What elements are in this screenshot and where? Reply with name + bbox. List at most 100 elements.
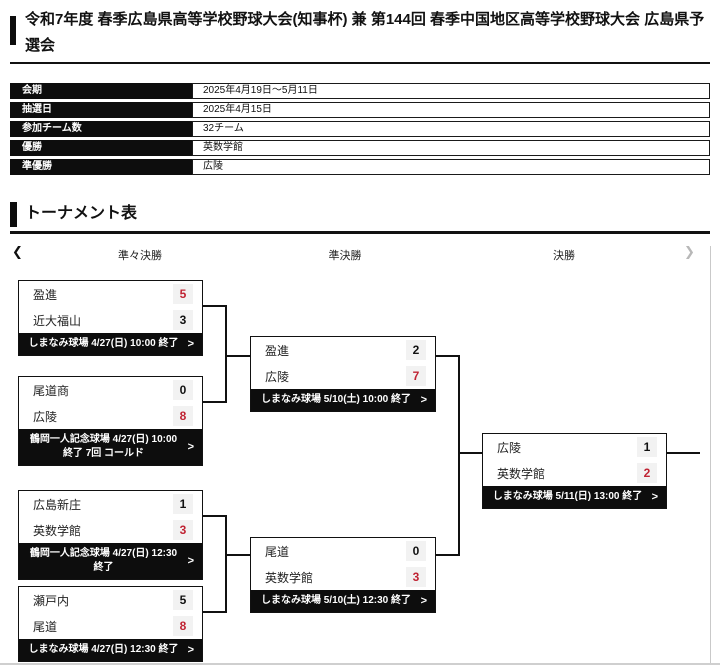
bracket-connector bbox=[225, 305, 227, 403]
chevron-right-icon: > bbox=[187, 644, 194, 656]
bracket-connector bbox=[458, 452, 482, 454]
match-detail-link[interactable]: しまなみ球場 5/11(日) 13:00 終了 > bbox=[483, 486, 666, 508]
team-score: 3 bbox=[406, 567, 426, 587]
match-team-row: 広島新庄 1 bbox=[19, 491, 202, 517]
match-final: 広陵 1 英数学館 2 しまなみ球場 5/11(日) 13:00 終了 > bbox=[482, 433, 667, 509]
chevron-right-icon: > bbox=[420, 394, 427, 406]
match-detail-link[interactable]: 鶴岡一人記念球場 4/27(日) 10:00 終了 7回 コールド > bbox=[19, 429, 202, 465]
team-name: 広陵 bbox=[497, 440, 522, 455]
row-value: 32チーム bbox=[192, 121, 710, 137]
team-score: 5 bbox=[173, 284, 193, 304]
section-title: トーナメント表 bbox=[25, 205, 138, 222]
match-team-row: 広陵 8 bbox=[19, 403, 202, 429]
section-accent-bar bbox=[10, 202, 17, 227]
page-title: 令和7年度 春季広島県高等学校野球大会(知事杯) 兼 第144回 春季中国地区高… bbox=[25, 11, 705, 54]
round-header-quarterfinal: 準々決勝 bbox=[118, 250, 162, 262]
chevron-right-icon: > bbox=[187, 338, 194, 350]
match-detail-link[interactable]: しまなみ球場 5/10(土) 10:00 終了 > bbox=[251, 389, 435, 411]
match-detail-text: しまなみ球場 5/11(日) 13:00 終了 bbox=[492, 491, 643, 502]
title-accent-bar bbox=[10, 16, 16, 45]
tournament-info-table: 会期 2025年4月19日～5月11日 抽選日 2025年4月15日 参加チーム… bbox=[10, 83, 710, 178]
team-score: 3 bbox=[173, 520, 193, 540]
row-label: 抽選日 bbox=[10, 102, 192, 118]
table-row: 参加チーム数 32チーム bbox=[10, 121, 710, 137]
team-name: 英数学館 bbox=[265, 570, 314, 585]
bracket-connector bbox=[203, 515, 227, 517]
match-detail-link[interactable]: 鶴岡一人記念球場 4/27(日) 12:30 終了 > bbox=[19, 543, 202, 579]
team-name: 尾道商 bbox=[33, 383, 70, 398]
bracket-connector bbox=[225, 355, 250, 357]
team-score: 1 bbox=[637, 437, 657, 457]
team-score: 8 bbox=[173, 616, 193, 636]
bracket-connector bbox=[458, 355, 460, 556]
match-qf1: 盈進 5 近大福山 3 しまなみ球場 4/27(日) 10:00 終了 > bbox=[18, 280, 203, 356]
match-team-row: 英数学館 3 bbox=[251, 564, 435, 590]
row-label: 優勝 bbox=[10, 140, 192, 156]
team-name: 盈進 bbox=[33, 287, 58, 302]
match-team-row: 広陵 1 bbox=[483, 434, 666, 460]
match-detail-link[interactable]: しまなみ球場 4/27(日) 10:00 終了 > bbox=[19, 333, 202, 355]
round-header-semifinal: 準決勝 bbox=[328, 250, 362, 262]
team-name: 尾道 bbox=[33, 619, 58, 634]
match-detail-text: しまなみ球場 4/27(日) 10:00 終了 bbox=[28, 338, 179, 349]
bracket-connector bbox=[436, 355, 460, 357]
match-detail-text: しまなみ球場 4/27(日) 12:30 終了 bbox=[28, 644, 179, 655]
title-divider bbox=[10, 62, 710, 64]
team-name: 瀬戸内 bbox=[33, 593, 70, 608]
match-team-row: 英数学館 2 bbox=[483, 460, 666, 486]
team-name: 尾道 bbox=[265, 544, 290, 559]
team-name: 盈進 bbox=[265, 343, 290, 358]
row-label: 準優勝 bbox=[10, 159, 192, 175]
bracket-connector bbox=[203, 611, 227, 613]
match-detail-link[interactable]: しまなみ球場 4/27(日) 12:30 終了 > bbox=[19, 639, 202, 661]
chevron-right-icon: > bbox=[187, 555, 194, 567]
team-score: 7 bbox=[406, 366, 426, 386]
row-label: 参加チーム数 bbox=[10, 121, 192, 137]
scroll-area-right-edge bbox=[710, 246, 711, 664]
match-team-row: 英数学館 3 bbox=[19, 517, 202, 543]
team-score: 0 bbox=[173, 380, 193, 400]
match-team-row: 尾道商 0 bbox=[19, 377, 202, 403]
team-score: 5 bbox=[173, 590, 193, 610]
match-qf4: 瀬戸内 5 尾道 8 しまなみ球場 4/27(日) 12:30 終了 > bbox=[18, 586, 203, 662]
chevron-right-icon: > bbox=[651, 491, 658, 503]
match-detail-text: 鶴岡一人記念球場 4/27(日) 12:30 終了 bbox=[29, 548, 178, 573]
team-score: 1 bbox=[173, 494, 193, 514]
chevron-left-icon[interactable]: ❮ bbox=[12, 244, 23, 259]
match-detail-link[interactable]: しまなみ球場 5/10(土) 12:30 終了 > bbox=[251, 590, 435, 612]
table-row: 優勝 英数学館 bbox=[10, 140, 710, 156]
table-row: 会期 2025年4月19日～5月11日 bbox=[10, 83, 710, 99]
match-detail-text: しまなみ球場 5/10(土) 10:00 終了 bbox=[260, 394, 412, 405]
table-row: 準優勝 広陵 bbox=[10, 159, 710, 175]
match-team-row: 盈進 5 bbox=[19, 281, 202, 307]
bracket-connector bbox=[203, 401, 227, 403]
match-detail-text: 鶴岡一人記念球場 4/27(日) 10:00 終了 7回 コールド bbox=[29, 434, 178, 459]
match-team-row: 広陵 7 bbox=[251, 363, 435, 389]
bracket-connector bbox=[436, 554, 460, 556]
row-value: 広陵 bbox=[192, 159, 710, 175]
match-team-row: 盈進 2 bbox=[251, 337, 435, 363]
chevron-right-icon: > bbox=[187, 441, 194, 453]
bracket-connector bbox=[225, 554, 250, 556]
team-name: 近大福山 bbox=[33, 313, 82, 328]
match-team-row: 瀬戸内 5 bbox=[19, 587, 202, 613]
row-label: 会期 bbox=[10, 83, 192, 99]
team-score: 2 bbox=[406, 340, 426, 360]
bracket-connector bbox=[667, 452, 700, 454]
match-team-row: 尾道 8 bbox=[19, 613, 202, 639]
row-value: 2025年4月15日 bbox=[192, 102, 710, 118]
team-score: 2 bbox=[637, 463, 657, 483]
table-row: 抽選日 2025年4月15日 bbox=[10, 102, 710, 118]
row-value: 英数学館 bbox=[192, 140, 710, 156]
chevron-right-icon[interactable]: ❯ bbox=[684, 244, 695, 259]
match-sf1: 盈進 2 広陵 7 しまなみ球場 5/10(土) 10:00 終了 > bbox=[250, 336, 436, 412]
match-team-row: 尾道 0 bbox=[251, 538, 435, 564]
team-name: 英数学館 bbox=[497, 466, 546, 481]
match-detail-text: しまなみ球場 5/10(土) 12:30 終了 bbox=[260, 595, 412, 606]
scroll-area-bottom-edge bbox=[0, 663, 720, 665]
team-score: 0 bbox=[406, 541, 426, 561]
team-name: 広陵 bbox=[265, 369, 290, 384]
team-score: 3 bbox=[173, 310, 193, 330]
section-divider bbox=[10, 231, 710, 234]
